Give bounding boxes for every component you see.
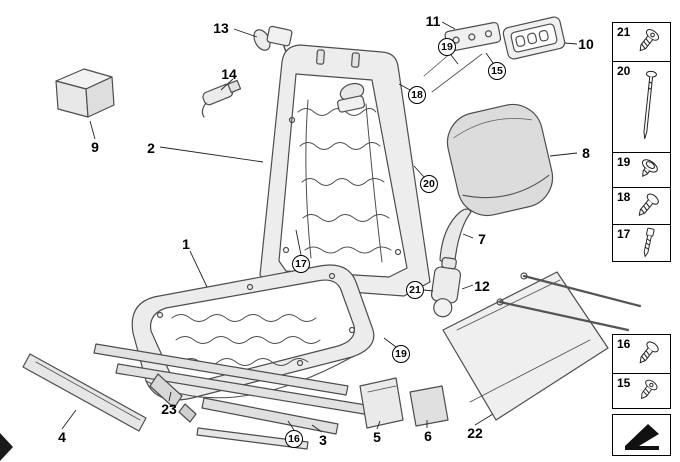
callout-2[interactable]: 2 [147,140,155,156]
legend-item-19[interactable]: 19 [612,152,671,188]
callout-16-circled[interactable]: 16 [285,430,303,448]
seat-rails-part [93,343,373,416]
side-trim-part [22,353,147,432]
callout-10[interactable]: 10 [578,36,594,52]
bottom-strip-part [196,427,309,450]
callout-19-top[interactable]: 19 [438,38,456,56]
backrest-frame-part [259,44,431,297]
small-rail-trim-part [409,385,449,427]
torx-screw-icon [640,379,657,400]
callout-8[interactable]: 8 [582,145,590,161]
cover-plate-part [502,16,566,60]
callout-18-circled[interactable]: 18 [408,86,426,104]
mat-panel-part [442,271,609,421]
pan-screw-icon [639,341,659,364]
legend-item-18[interactable]: 18 [612,187,671,225]
callout-6[interactable]: 6 [424,428,432,444]
callout-7[interactable]: 7 [478,231,486,247]
pan-screw-icon [638,193,659,216]
callout-20-circled[interactable]: 20 [420,175,438,193]
long-pin-icon [642,70,657,139]
small-bracket-part [149,373,197,423]
callout-1[interactable]: 1 [182,236,190,252]
curved-trim-part [439,208,472,265]
callout-11[interactable]: 11 [425,13,441,29]
rail-cover-part [201,397,339,435]
legend-item-16[interactable]: 16 [612,334,671,374]
legend-item-15[interactable]: 15 [612,373,671,409]
washer-screw-icon [641,159,658,177]
legend-number-20: 20 [617,64,631,78]
callout-23[interactable]: 23 [161,401,177,417]
callout-9[interactable]: 9 [91,139,99,155]
callout-5[interactable]: 5 [373,429,381,445]
callout-3[interactable]: 3 [319,432,327,448]
box-part [55,68,115,118]
leader-lines [61,21,578,433]
legend-number-18: 18 [617,190,631,204]
bracket-part [423,21,502,93]
callout-4[interactable]: 4 [58,429,66,445]
legend-number-15: 15 [617,376,631,390]
legend-number-16: 16 [617,337,631,351]
direction-arrow-icon [624,424,659,450]
legend-number-19: 19 [617,155,631,169]
legend-number-21: 21 [617,25,631,39]
legend-item-21[interactable]: 21 [612,22,671,62]
callout-13[interactable]: 13 [213,20,229,36]
callout-22[interactable]: 22 [467,425,483,441]
cylinder-bolt-icon [643,227,655,258]
callout-19-lower[interactable]: 19 [392,345,410,363]
torx-screw-icon [639,29,659,52]
gear-motor-part [430,257,462,318]
callout-17-circled[interactable]: 17 [292,255,310,273]
legend-number-17: 17 [617,227,631,241]
headrest-part [446,103,554,217]
legend-item-20[interactable]: 20 [612,61,671,153]
small-panel-part [359,377,404,429]
direction-arrow-box[interactable] [612,414,671,456]
callout-15-circled[interactable]: 15 [488,62,506,80]
corner-wedge [0,433,13,461]
callout-12[interactable]: 12 [474,278,490,294]
actuator-part [201,79,242,118]
callout-14[interactable]: 14 [221,66,237,82]
torsion-rods-part [496,272,642,332]
legend-item-17[interactable]: 17 [612,224,671,262]
callout-21-circled[interactable]: 21 [406,281,424,299]
